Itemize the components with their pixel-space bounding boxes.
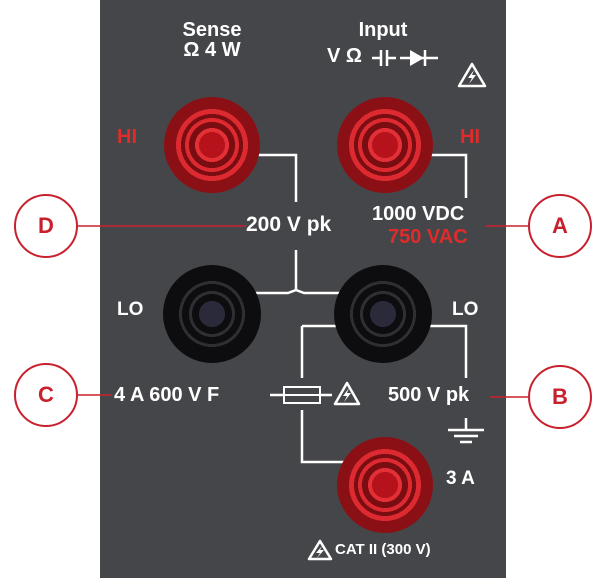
warning-icon bbox=[307, 539, 333, 561]
sense-lo-label: LO bbox=[117, 299, 144, 320]
capacitor-icon bbox=[372, 50, 396, 66]
current-jack[interactable] bbox=[337, 437, 433, 533]
sense-hi-label: HI bbox=[117, 126, 137, 148]
sense-hi-jack[interactable] bbox=[164, 97, 260, 193]
input-hi-label: HI bbox=[460, 126, 480, 148]
terminal-panel bbox=[100, 0, 506, 578]
input-lo-label: LO bbox=[452, 299, 479, 320]
current-jack-label: 3 A bbox=[446, 468, 475, 489]
fuse-icon bbox=[283, 386, 321, 404]
input-dc-rating: 1000 VDC bbox=[372, 203, 465, 225]
sense-title: Sense bbox=[182, 19, 242, 41]
category-rating: CAT II (300 V) bbox=[335, 541, 431, 558]
fuse-rating: 4 A 600 V F bbox=[114, 384, 220, 406]
input-lo-jack[interactable] bbox=[334, 265, 432, 363]
input-hi-jack[interactable] bbox=[337, 97, 433, 193]
input-ac-rating: 750 VAC bbox=[388, 226, 468, 248]
callout-c: C bbox=[14, 363, 78, 427]
sense-subtitle: Ω 4 W bbox=[183, 39, 241, 61]
sense-lo-jack[interactable] bbox=[163, 265, 261, 363]
input-subtitle: V Ω bbox=[327, 45, 362, 67]
ground-icon bbox=[448, 418, 484, 444]
callout-d: D bbox=[14, 194, 78, 258]
warning-icon bbox=[457, 62, 487, 88]
sense-rating: 200 V pk bbox=[246, 213, 332, 236]
callout-b: B bbox=[528, 365, 592, 429]
diode-icon bbox=[400, 50, 438, 66]
warning-icon bbox=[333, 381, 361, 406]
input-title: Input bbox=[358, 19, 408, 41]
callout-a: A bbox=[528, 194, 592, 258]
ground-rating: 500 V pk bbox=[388, 384, 470, 406]
sense-header: Sense Ω 4 W bbox=[170, 20, 254, 60]
